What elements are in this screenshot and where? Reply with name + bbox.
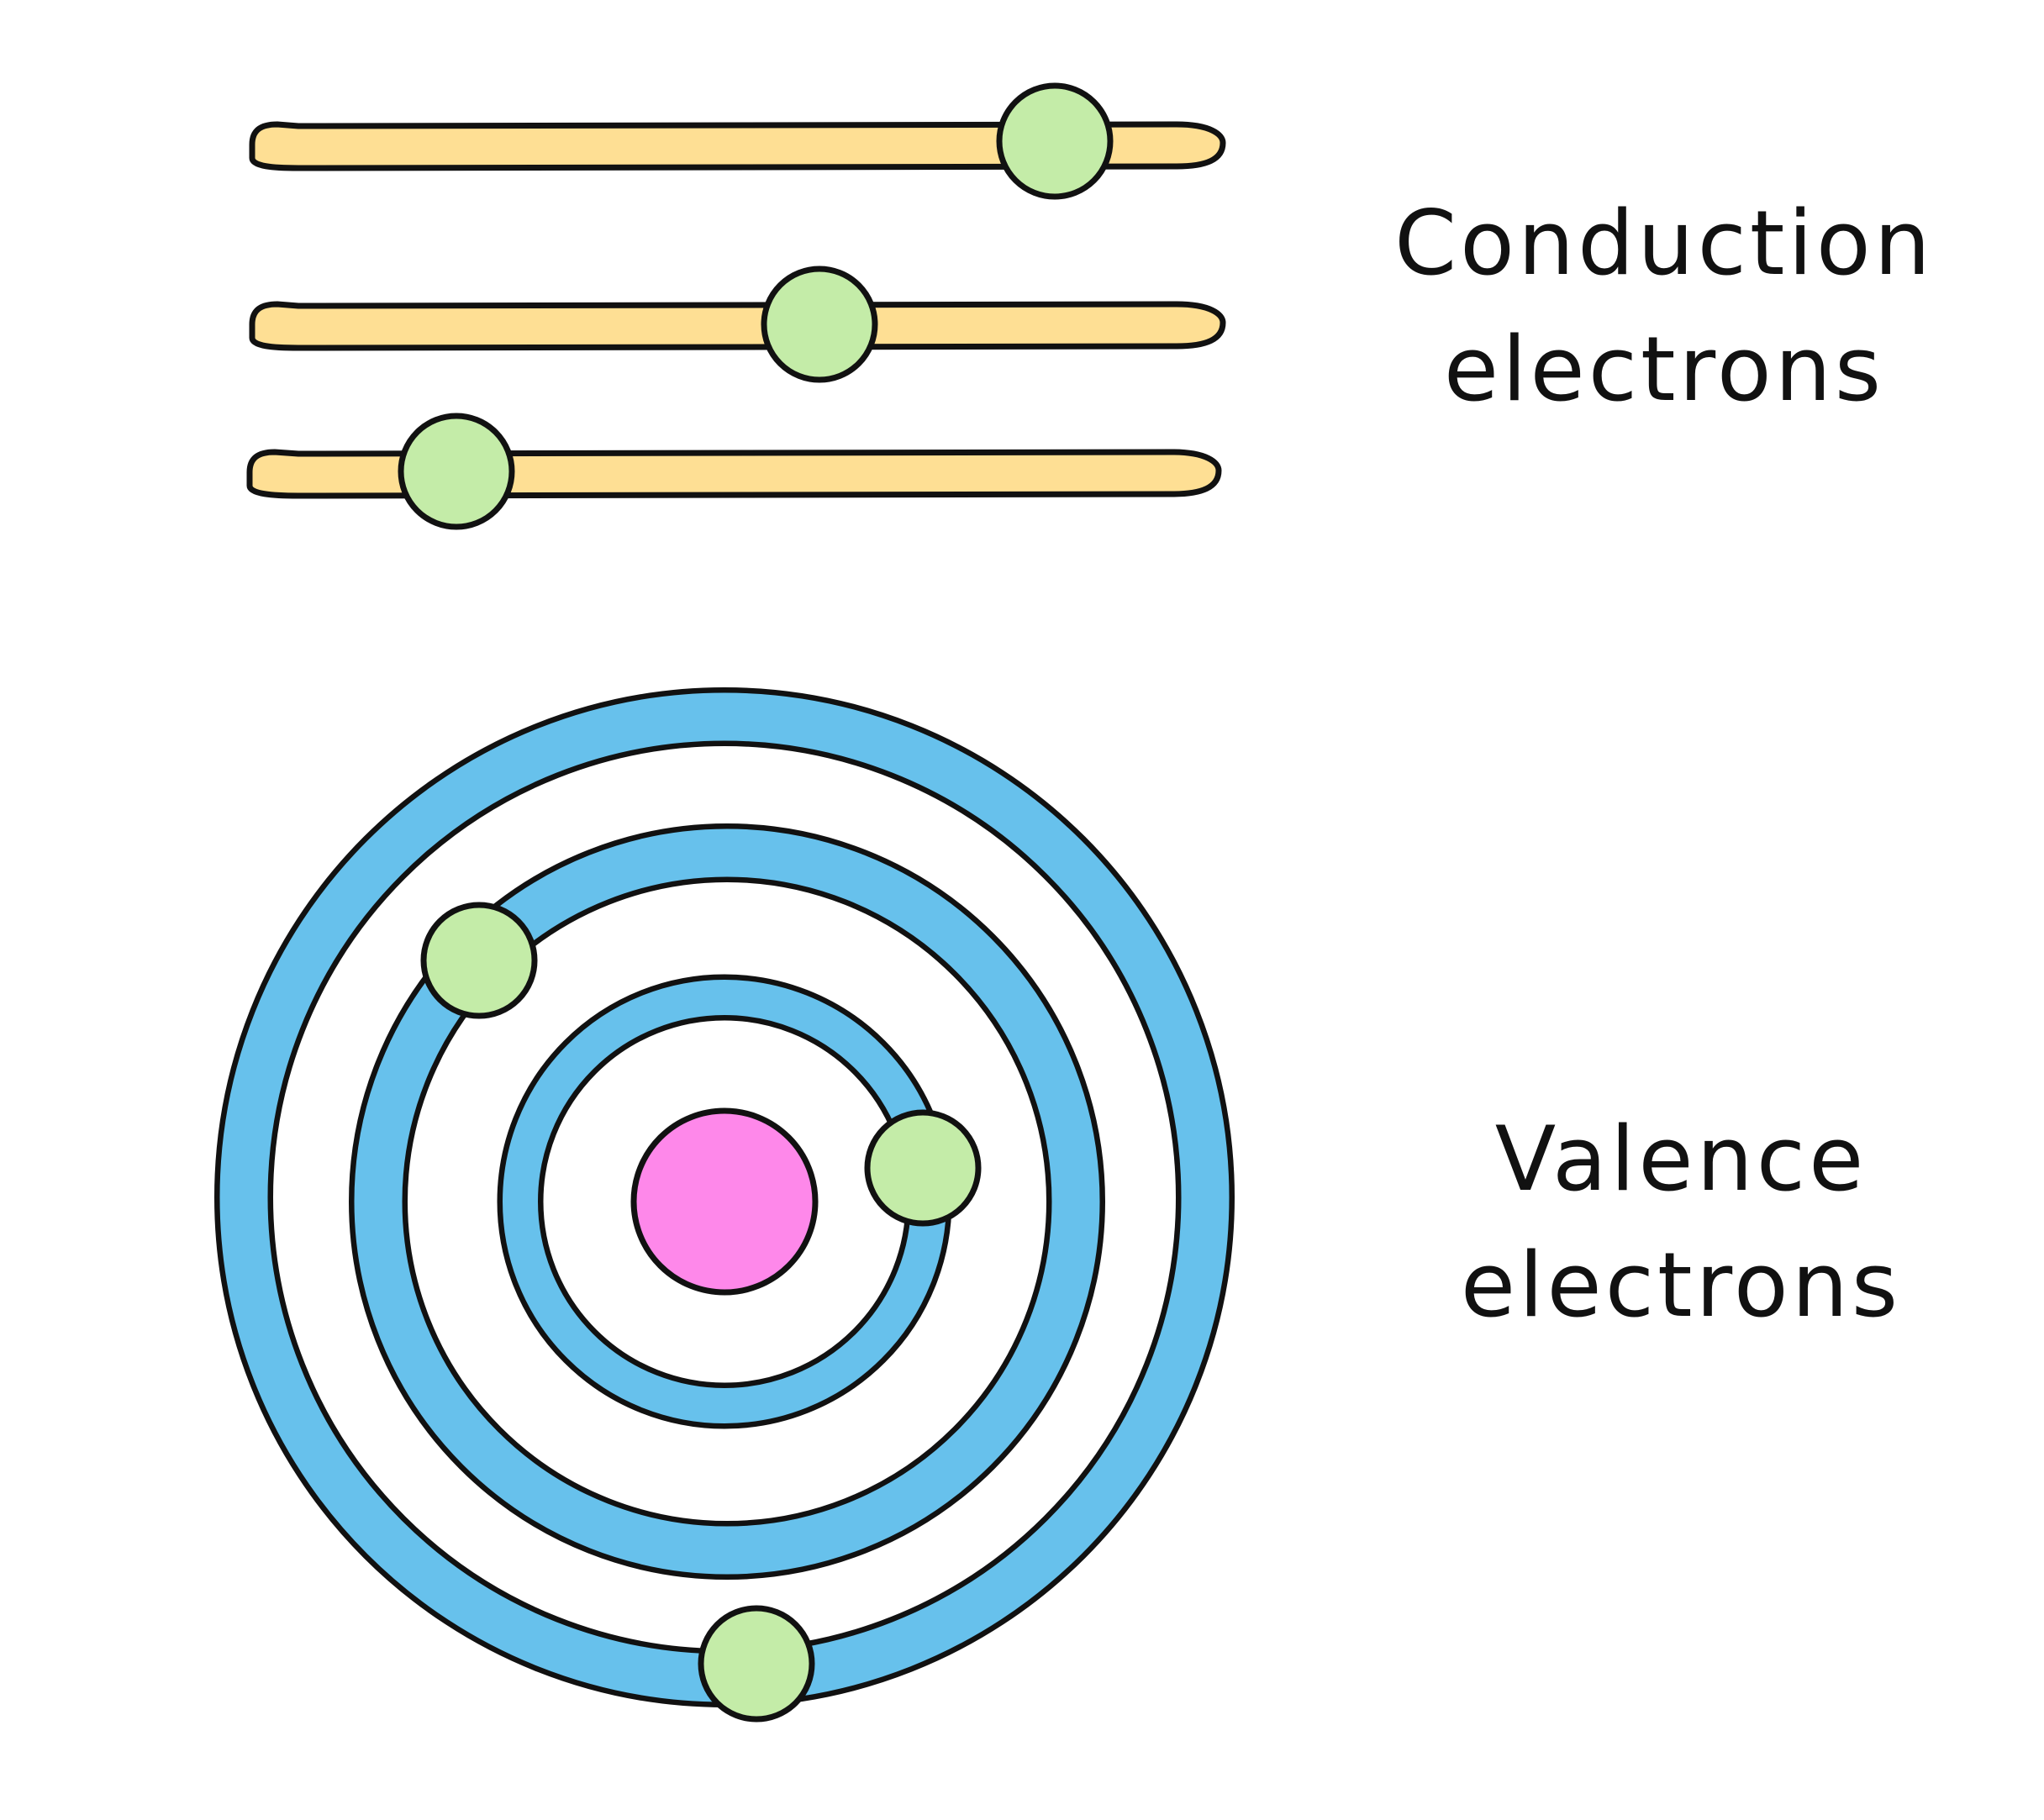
- conduction-bar-3: [246, 413, 1222, 530]
- valence-label-line-2: electrons: [1460, 1233, 1902, 1337]
- valence-label-line-1: Valence: [1494, 1107, 1868, 1211]
- conduction-label-line-1: Conduction: [1394, 192, 1934, 295]
- conduction-label-line-2: electrons: [1443, 318, 1885, 421]
- conduction-bar-1-track: [249, 121, 1226, 171]
- conduction-bar-2-track: [249, 301, 1226, 351]
- shell-middle: [349, 823, 1105, 1580]
- valence-electron-middle-shell: [420, 902, 538, 1019]
- conduction-electron-1: [996, 82, 1114, 200]
- valence-electron-outer-shell: [698, 1605, 815, 1723]
- valence-electrons: [420, 902, 982, 1723]
- nucleus: [630, 1107, 819, 1296]
- conduction-electron-2: [761, 266, 878, 383]
- valence-electrons-label: Valence electrons: [1378, 1097, 1983, 1349]
- valence-electron-inner-shell: [864, 1109, 982, 1227]
- conduction-bars: [246, 82, 1226, 530]
- conduction-electrons-label: Conduction electrons: [1362, 181, 1967, 433]
- atom: [214, 687, 1235, 1723]
- conduction-electron-3: [398, 413, 515, 530]
- conduction-bar-1: [249, 82, 1226, 200]
- conduction-bar-3-track: [246, 449, 1222, 499]
- conduction-bar-2: [249, 266, 1226, 383]
